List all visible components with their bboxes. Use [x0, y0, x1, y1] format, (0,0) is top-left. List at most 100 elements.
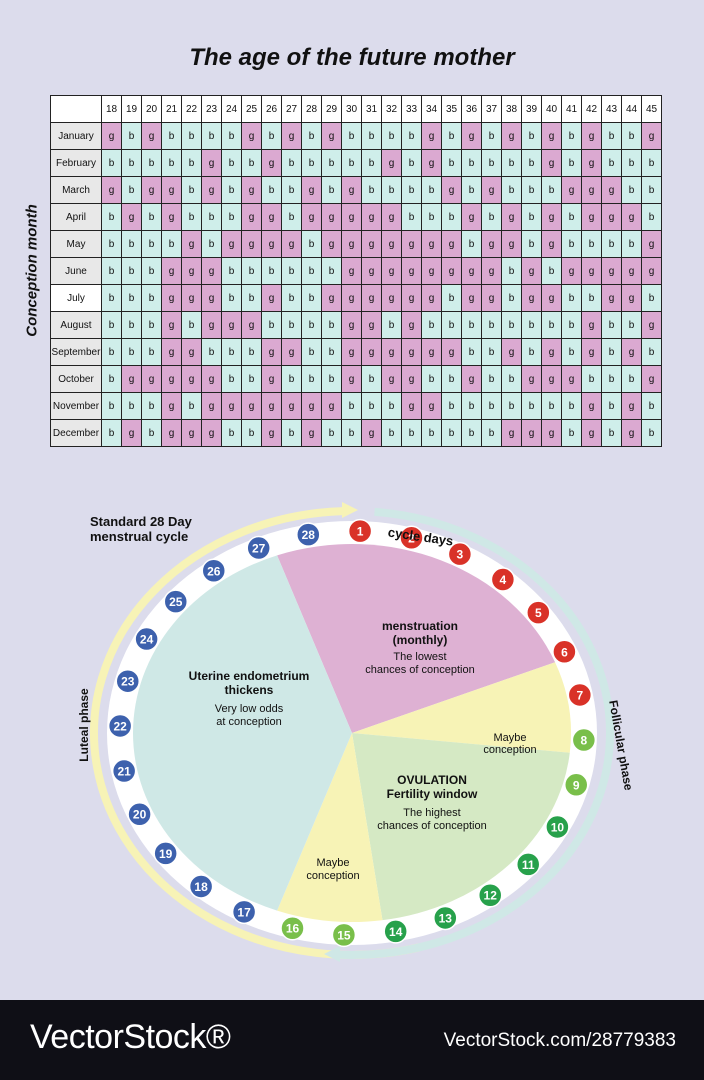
girl-cell: g [241, 122, 262, 150]
girl-cell: g [121, 365, 142, 393]
month-label: December [50, 419, 102, 447]
boy-cell: b [121, 257, 142, 285]
boy-cell: b [141, 230, 162, 258]
boy-cell: b [441, 365, 462, 393]
boy-cell: b [241, 149, 262, 177]
day-circle [246, 535, 271, 561]
month-label: February [50, 149, 102, 177]
boy-cell: b [301, 122, 322, 150]
girl-cell: g [401, 338, 422, 366]
boy-cell: b [441, 311, 462, 339]
age-header-cell: 29 [321, 95, 342, 123]
girl-cell: g [181, 284, 202, 312]
uterine-note-1: Very low odds [215, 703, 284, 715]
menstruation-title-1: menstruation [382, 619, 458, 633]
age-header-cell: 36 [461, 95, 482, 123]
girl-cell: g [541, 122, 562, 150]
girl-cell: g [421, 284, 442, 312]
day-number: 10 [551, 820, 565, 834]
boy-cell: b [621, 365, 642, 393]
boy-cell: b [501, 284, 522, 312]
age-header-cell: 23 [201, 95, 222, 123]
age-header-cell: 26 [261, 95, 282, 123]
girl-cell: g [581, 176, 602, 204]
boy-cell: b [241, 257, 262, 285]
boy-cell: b [501, 176, 522, 204]
boy-cell: b [361, 176, 382, 204]
day-circle [490, 567, 516, 592]
day-number: 4 [500, 573, 507, 587]
boy-cell: b [181, 311, 202, 339]
girl-cell: g [201, 257, 222, 285]
day-number: 23 [121, 675, 135, 689]
girl-cell: g [541, 419, 562, 447]
day-circle [515, 852, 541, 877]
boy-cell: b [641, 176, 662, 204]
girl-cell: g [581, 257, 602, 285]
boy-cell: b [481, 311, 502, 339]
girl-cell: g [181, 419, 202, 447]
boy-cell: b [121, 311, 142, 339]
boy-cell: b [461, 419, 482, 447]
girl-cell: g [361, 419, 382, 447]
boy-cell: b [361, 392, 382, 420]
boy-cell: b [201, 122, 222, 150]
cycle-day-17: 17 [231, 899, 257, 925]
girl-cell: g [541, 149, 562, 177]
menstruation-note-2: chances of conception [365, 664, 474, 676]
day-number: 15 [337, 928, 351, 942]
girl-cell: g [481, 230, 502, 258]
day-number: 14 [389, 925, 403, 939]
day-number: 18 [194, 880, 208, 894]
cycle-day-21: 21 [111, 758, 137, 784]
girl-cell: g [161, 203, 182, 231]
boy-cell: b [441, 392, 462, 420]
boy-cell: b [621, 122, 642, 150]
boy-cell: b [561, 149, 582, 177]
day-number: 1 [357, 525, 364, 539]
day-number: 22 [113, 719, 127, 733]
boy-cell: b [461, 149, 482, 177]
maybe-upper-2: conception [483, 744, 536, 756]
age-header-cell: 18 [101, 95, 122, 123]
day-number: 3 [457, 548, 464, 562]
boy-cell: b [461, 338, 482, 366]
boy-cell: b [521, 122, 542, 150]
boy-cell: b [101, 203, 122, 231]
girl-cell: g [161, 176, 182, 204]
boy-cell: b [101, 338, 122, 366]
month-label: October [50, 365, 102, 393]
day-number: 25 [169, 595, 183, 609]
month-label: November [50, 392, 102, 420]
boy-cell: b [641, 203, 662, 231]
boy-cell: b [221, 284, 242, 312]
uterine-title-1: Uterine endometrium [189, 669, 310, 683]
girl-cell: g [501, 122, 522, 150]
girl-cell: g [541, 338, 562, 366]
boy-cell: b [121, 392, 142, 420]
day-number: 11 [522, 858, 535, 872]
boy-cell: b [561, 122, 582, 150]
girl-cell: g [381, 203, 402, 231]
girl-cell: g [621, 284, 642, 312]
girl-cell: g [561, 365, 582, 393]
girl-cell: g [401, 392, 422, 420]
boy-cell: b [441, 284, 462, 312]
boy-cell: b [301, 284, 322, 312]
menstruation-note-1: The lowest [393, 651, 446, 663]
boy-cell: b [141, 257, 162, 285]
cycle-day-20: 20 [127, 801, 152, 827]
age-header-cell: 45 [641, 95, 662, 123]
girl-cell: g [201, 311, 222, 339]
boy-cell: b [541, 176, 562, 204]
girl-cell: g [221, 311, 242, 339]
day-number: 21 [117, 765, 131, 779]
boy-cell: b [441, 122, 462, 150]
boy-cell: b [621, 176, 642, 204]
day-number: 24 [140, 633, 154, 647]
boy-cell: b [281, 365, 302, 393]
